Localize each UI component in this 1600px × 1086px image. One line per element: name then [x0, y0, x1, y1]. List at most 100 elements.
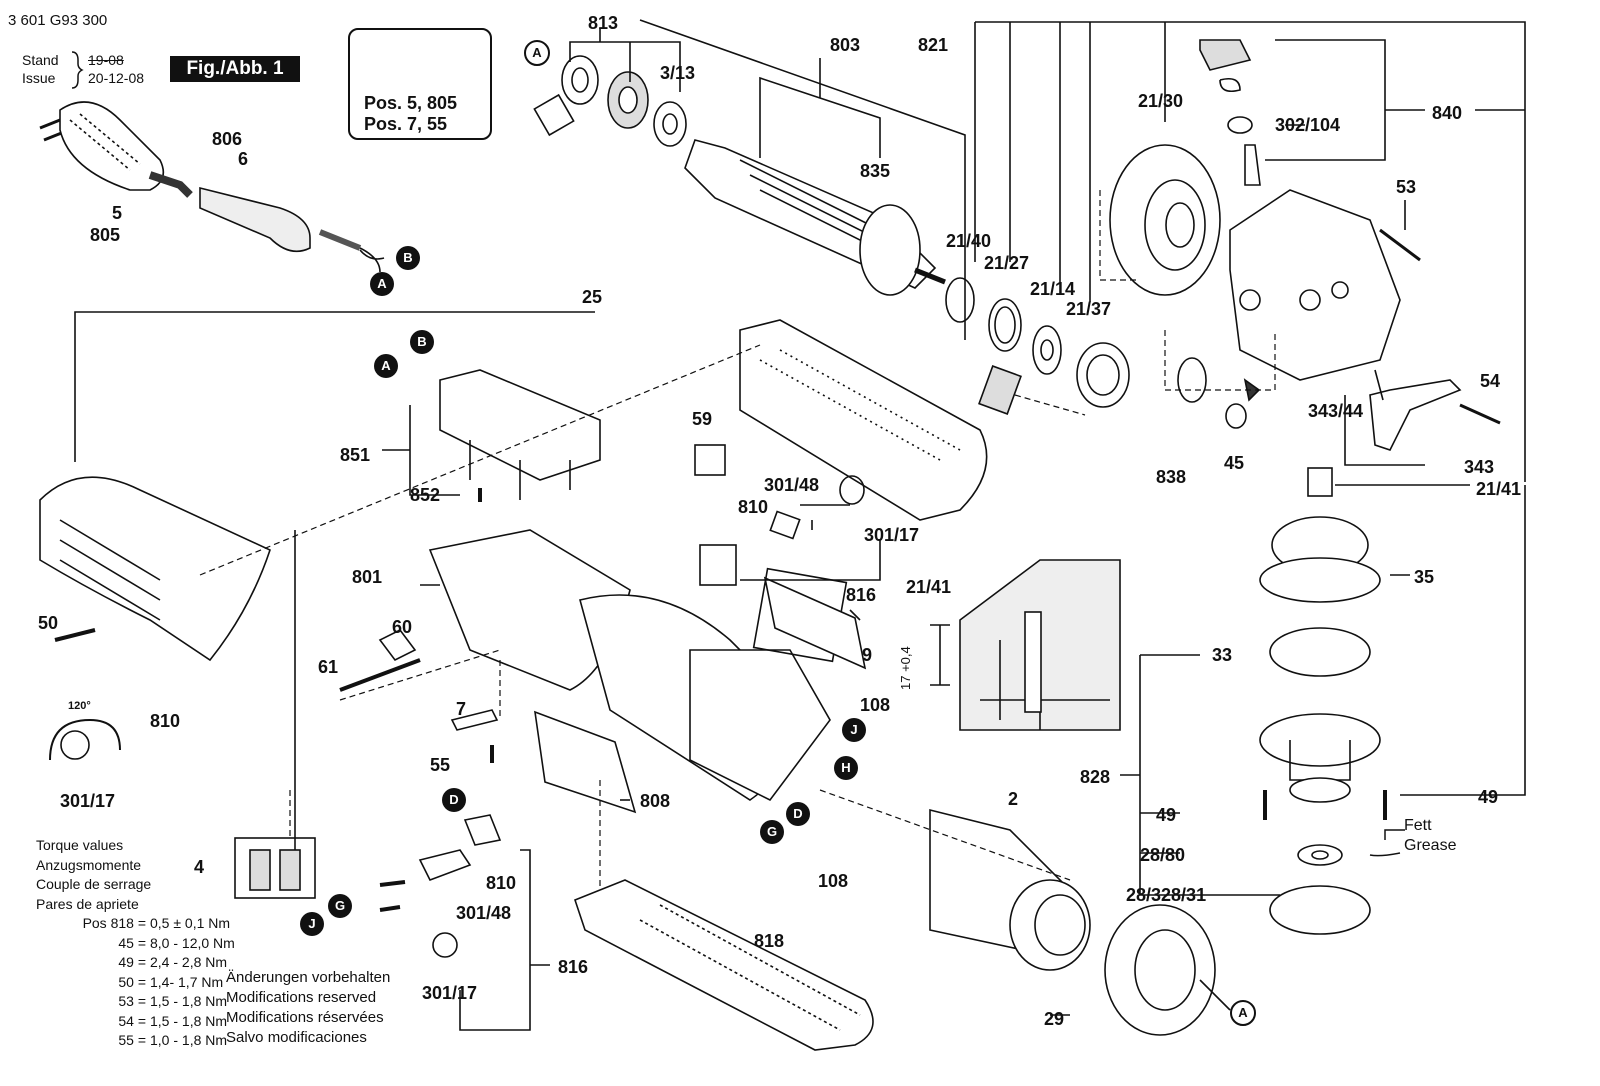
- connector-marker: J: [842, 718, 866, 742]
- part-label: 840: [1432, 103, 1463, 123]
- part-label: 21/41: [1476, 479, 1522, 499]
- part-label: 9: [862, 645, 873, 665]
- torque-header: Torque values: [36, 837, 124, 853]
- part-label: 21/37: [1066, 299, 1112, 319]
- part-label: 828: [1080, 767, 1111, 787]
- connector-marker: A: [524, 40, 550, 66]
- part-label: 301/17: [422, 983, 478, 1003]
- issue-date: 20-12-08: [88, 70, 145, 86]
- armature-drawing: [684, 139, 946, 296]
- part-label: 54: [1480, 371, 1501, 391]
- part-label: 301/17: [60, 791, 116, 811]
- part-label: 301/17: [864, 525, 920, 545]
- part-label: 45: [1224, 453, 1245, 473]
- part-label: 50: [38, 613, 59, 633]
- part-label: 816: [558, 957, 589, 977]
- connector-marker: G: [760, 820, 784, 844]
- part-label: 806: [212, 129, 243, 149]
- part-label: 3/13: [660, 63, 696, 83]
- part-label: 808: [640, 791, 671, 811]
- stand-date: 19-08: [88, 52, 124, 68]
- part-label: 821: [918, 35, 949, 55]
- part-label: 343: [1464, 457, 1495, 477]
- part-label: 810: [738, 497, 769, 517]
- part-label: 803: [830, 35, 861, 55]
- modification-notes: Änderungen vorbehalten Modifications res…: [226, 968, 390, 1048]
- bearing-flange-drawing: [1109, 144, 1221, 296]
- part-label: 851: [340, 445, 371, 465]
- connector-marker: A: [370, 272, 394, 296]
- right-stack-drawing: [1259, 467, 1387, 935]
- torque-row: 50 =1,4- 1,7 Nm: [118, 973, 224, 990]
- part-label: 49: [1156, 805, 1177, 825]
- part-label: 49: [1478, 787, 1499, 807]
- part-label: 810: [150, 711, 181, 731]
- part-label: 343/44: [1308, 401, 1364, 421]
- grease-label-de: Fett: [1404, 817, 1432, 834]
- bearings-top: [533, 55, 687, 147]
- torque-row: 53 =1,5 - 1,8 Nm: [118, 993, 228, 1009]
- guard-drawing: [39, 476, 271, 662]
- small-parts-drawing: [49, 609, 861, 958]
- part-label: 852: [410, 485, 441, 505]
- part-label: 4: [194, 857, 205, 877]
- part-label: 108: [818, 871, 849, 891]
- part-label: 805: [90, 225, 121, 245]
- part-label: 59: [692, 409, 713, 429]
- connector-marker: B: [410, 330, 434, 354]
- torque-row: 49 =2,4 - 2,8 Nm: [118, 954, 228, 970]
- insulation-drawing: [534, 576, 867, 814]
- figure-label: Fig./Abb. 1: [170, 56, 300, 82]
- connector-marker: D: [442, 788, 466, 812]
- warning-line-2: Pos. 7, 55: [364, 114, 448, 134]
- rings-mid: [945, 277, 1130, 415]
- assembly-lines: [199, 190, 1276, 890]
- connector-marker: D: [786, 802, 810, 826]
- angle-annotation: 120°: [68, 700, 91, 712]
- endcap-drawing: [1104, 904, 1216, 1036]
- part-label: 810: [486, 873, 517, 893]
- handle-cover-drawing: [574, 879, 874, 1051]
- grease-arrow: [1369, 829, 1405, 857]
- cord-sleeve-drawing: [199, 186, 385, 273]
- connector-marker: G: [328, 894, 352, 918]
- part-label: 35: [1414, 567, 1435, 587]
- part-label: 61: [318, 657, 339, 677]
- part-label: 2: [1008, 789, 1019, 809]
- part-label: 60: [392, 617, 413, 637]
- stator-drawing: [929, 808, 1091, 971]
- brush-drawing: [694, 444, 865, 663]
- torque-row: Pos 818 =0,5 ± 0,1 Nm: [82, 915, 231, 931]
- part-label: 6: [238, 149, 249, 169]
- connector-marker: H: [834, 756, 858, 780]
- warning-line-1: Pos. 5, 805: [364, 93, 458, 113]
- motor-housing-drawing: [428, 319, 988, 802]
- part-label: 21/27: [984, 253, 1030, 273]
- torque-table: Torque values Anzugsmomente Couple de se…: [36, 836, 235, 1051]
- warning-box: [348, 28, 492, 140]
- note-line: Salvo modificaciones: [226, 1029, 367, 1046]
- note-line: Änderungen vorbehalten: [226, 969, 391, 986]
- switch-module-drawing: [234, 837, 316, 899]
- torque-header: Anzugsmomente: [36, 856, 142, 873]
- part-label: 301/48: [456, 903, 512, 923]
- part-label: 29: [1044, 1009, 1065, 1029]
- part-label: 818: [754, 931, 785, 951]
- part-label: 301/48: [764, 475, 820, 495]
- part-label: 28/328/31: [1126, 885, 1207, 905]
- part-label: 21/14: [1030, 279, 1076, 299]
- connector-marker: A: [374, 354, 398, 378]
- torque-row: 55 =1,0 - 1,8 Nm: [118, 1032, 228, 1048]
- drawing-number: 3 601 G93 300: [8, 12, 108, 29]
- part-label: 33: [1212, 645, 1233, 665]
- part-label: 813: [588, 13, 619, 33]
- connector-marker: A: [1230, 1000, 1256, 1026]
- note-line: Modifications réservées: [226, 1009, 384, 1026]
- part-label: 7: [456, 699, 467, 719]
- connector-marker: B: [396, 246, 420, 270]
- stand-label: Stand: [22, 52, 59, 68]
- part-label: 816: [846, 585, 877, 605]
- note-line: Modifications reserved: [226, 989, 377, 1006]
- torque-row: 54 =1,5 - 1,8 Nm: [118, 1012, 228, 1029]
